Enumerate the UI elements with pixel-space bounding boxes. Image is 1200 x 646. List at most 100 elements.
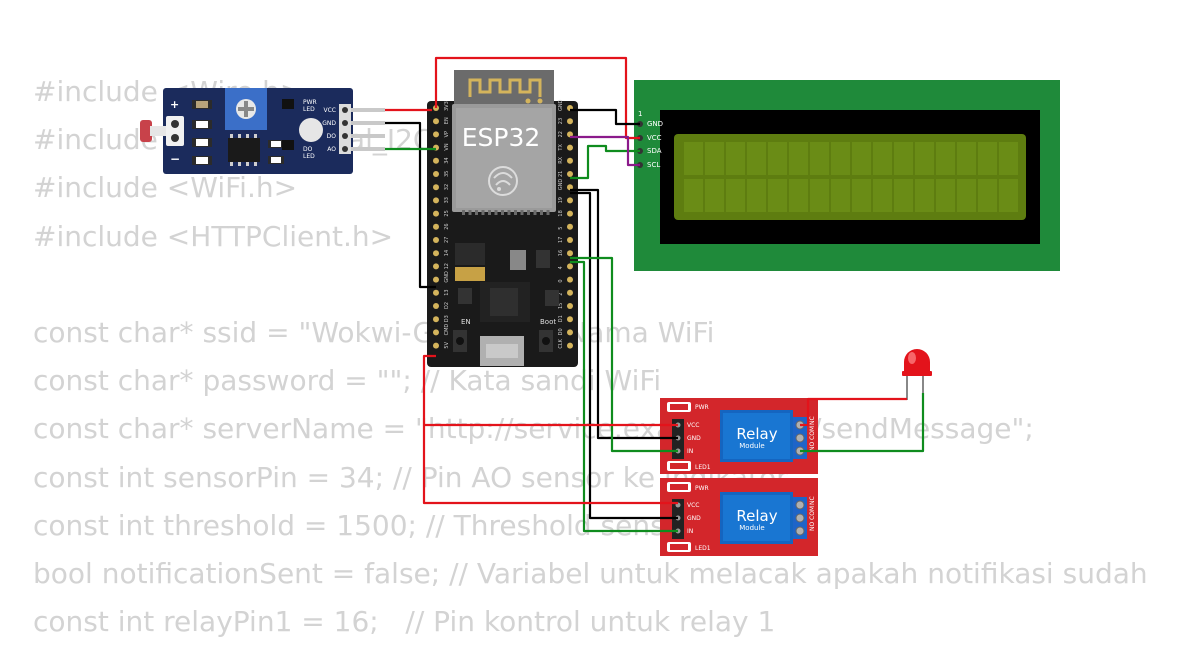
sensor-pin-ao: AO bbox=[327, 146, 336, 153]
esp32-pin[interactable] bbox=[433, 289, 439, 296]
esp32-pin[interactable] bbox=[567, 263, 573, 270]
esp32-pin-label: 23 bbox=[558, 118, 564, 124]
code-line: bool notificationSent = false; // Variab… bbox=[33, 556, 1148, 590]
esp32-pin[interactable] bbox=[433, 131, 439, 138]
esp32-pin[interactable] bbox=[433, 118, 439, 125]
esp32-pin[interactable] bbox=[567, 144, 573, 151]
pwr-led-label-line1: PWR bbox=[303, 99, 317, 106]
lcd-char-cell bbox=[852, 142, 871, 175]
sensor-pin-gnd: GND bbox=[322, 120, 336, 127]
esp32-pin[interactable] bbox=[567, 303, 573, 309]
wire-relay2-in bbox=[570, 260, 678, 533]
esp32-pin[interactable] bbox=[567, 171, 573, 177]
esp32-pin-label: CMD bbox=[444, 324, 450, 336]
lcd-char-cell bbox=[999, 179, 1018, 212]
esp32-pin[interactable] bbox=[567, 223, 573, 230]
esp32-pin-label: CLK bbox=[558, 338, 564, 348]
esp32-pin-label: D3 bbox=[444, 315, 450, 322]
relay1-subtitle: Module bbox=[739, 442, 764, 450]
esp32-pin[interactable] bbox=[567, 118, 573, 125]
code-line: const char* password = ""; // Kata sandi… bbox=[33, 364, 662, 398]
lcd-char-cell bbox=[684, 142, 703, 175]
esp32-left-header[interactable]: 3V3ENVPVN343532332526271412GND13D2D3CMD5… bbox=[433, 101, 450, 349]
esp32-pin[interactable] bbox=[433, 237, 439, 243]
wires bbox=[385, 56, 925, 533]
esp32-pin-label: 2 bbox=[558, 293, 564, 296]
lcd-char-cell bbox=[726, 142, 745, 175]
esp32-pin[interactable] bbox=[433, 184, 439, 191]
esp32-pin-label: 5 bbox=[558, 227, 564, 230]
esp32-pin[interactable] bbox=[567, 342, 573, 349]
esp32-pin[interactable] bbox=[567, 184, 573, 191]
red-led[interactable] bbox=[902, 349, 932, 400]
esp32-pin[interactable] bbox=[567, 316, 573, 323]
esp32-pin-label: 14 bbox=[444, 250, 450, 256]
esp32-pin[interactable] bbox=[433, 223, 439, 230]
esp32-pin[interactable] bbox=[567, 210, 573, 217]
relay2-pin-gnd: GND bbox=[687, 515, 701, 522]
esp32-pin-label: 15 bbox=[558, 303, 564, 309]
wire-lcd-vcc bbox=[434, 56, 640, 140]
sensor-minus-label: − bbox=[170, 152, 180, 166]
esp32-pin-label: 17 bbox=[558, 237, 564, 243]
esp32-pin-label: 3V3 bbox=[444, 101, 450, 111]
relay-module-2[interactable]: PWR LED1 VCC GND IN Relay Module NO COM … bbox=[660, 478, 818, 556]
esp32-pin[interactable] bbox=[567, 250, 573, 257]
lcd-char-cell bbox=[684, 179, 703, 212]
esp32-pin-label: VN bbox=[444, 143, 450, 150]
sensor-pin-vcc: VCC bbox=[324, 107, 336, 114]
wire-relay1-vcc bbox=[422, 354, 678, 427]
relay1-pin-in: IN bbox=[687, 448, 693, 455]
lcd-char-cell bbox=[768, 142, 787, 175]
esp32-pin[interactable] bbox=[433, 210, 439, 217]
esp32-pin-label: 4 bbox=[558, 266, 564, 269]
wire-relay2-vcc bbox=[422, 425, 678, 505]
esp32-pin[interactable] bbox=[433, 157, 439, 164]
wire-lcd-scl bbox=[570, 135, 640, 167]
do-led-label-line2: LED bbox=[303, 153, 315, 160]
lcd-char-cell bbox=[810, 142, 829, 175]
esp32-pin[interactable] bbox=[567, 157, 573, 164]
esp32-pin[interactable] bbox=[433, 171, 439, 177]
relay1-contact-nc: NC bbox=[809, 416, 816, 425]
lcd-char-cell bbox=[705, 179, 724, 212]
esp32-pin[interactable] bbox=[433, 342, 439, 349]
esp32-pin[interactable] bbox=[567, 329, 573, 336]
lcd-char-cell bbox=[894, 142, 913, 175]
relay2-led-label: LED1 bbox=[695, 545, 711, 552]
code-line: const int threshold = 1500; // Threshold… bbox=[33, 508, 694, 542]
esp32-devkit-board[interactable]: ESP32 3V3ENVPVN343532332526271412GND13D2… bbox=[427, 70, 578, 367]
esp32-pin[interactable] bbox=[433, 329, 439, 336]
lcd-char-cell bbox=[726, 179, 745, 212]
lcd-char-cell bbox=[789, 142, 808, 175]
esp32-pin-label: D0 bbox=[558, 328, 564, 335]
sensor-pin-do: DO bbox=[327, 133, 337, 140]
esp32-pin-label: 18 bbox=[558, 210, 564, 216]
esp32-pin[interactable] bbox=[433, 303, 439, 309]
relay1-pin-gnd: GND bbox=[687, 435, 701, 442]
lcd-char-cell bbox=[978, 142, 997, 175]
esp32-pin[interactable] bbox=[433, 276, 439, 283]
esp32-pin[interactable] bbox=[433, 263, 439, 270]
esp32-pin[interactable] bbox=[433, 316, 439, 323]
ldr-sensor-module[interactable]: + − PWR LED DO LED VCC GND bbox=[140, 88, 385, 174]
code-line: #include <WiFi.h> bbox=[33, 171, 298, 205]
esp32-label: ESP32 bbox=[462, 123, 541, 152]
esp32-pin[interactable] bbox=[433, 250, 439, 257]
esp32-pin-label: 27 bbox=[444, 237, 450, 243]
esp32-pin[interactable] bbox=[567, 197, 573, 204]
espressif-logo-icon bbox=[488, 166, 518, 196]
lcd-char-cell bbox=[705, 142, 724, 175]
esp32-pin[interactable] bbox=[567, 289, 573, 296]
esp32-pin-label: GND bbox=[558, 99, 564, 111]
lcd-char-cell bbox=[747, 179, 766, 212]
esp32-pin[interactable] bbox=[433, 197, 439, 204]
esp32-pin[interactable] bbox=[567, 276, 573, 283]
esp32-pin[interactable] bbox=[567, 237, 573, 243]
lcd-1602-i2c[interactable]: 1 GND VCC SDA SCL bbox=[634, 80, 1060, 271]
esp32-pin-label: GND bbox=[444, 271, 450, 283]
lcd-char-cell bbox=[873, 142, 892, 175]
relay-module-1[interactable]: PWR LED1 VCC GND IN Relay Module NO COM … bbox=[660, 398, 818, 474]
esp32-pin-label: GND bbox=[558, 179, 564, 191]
